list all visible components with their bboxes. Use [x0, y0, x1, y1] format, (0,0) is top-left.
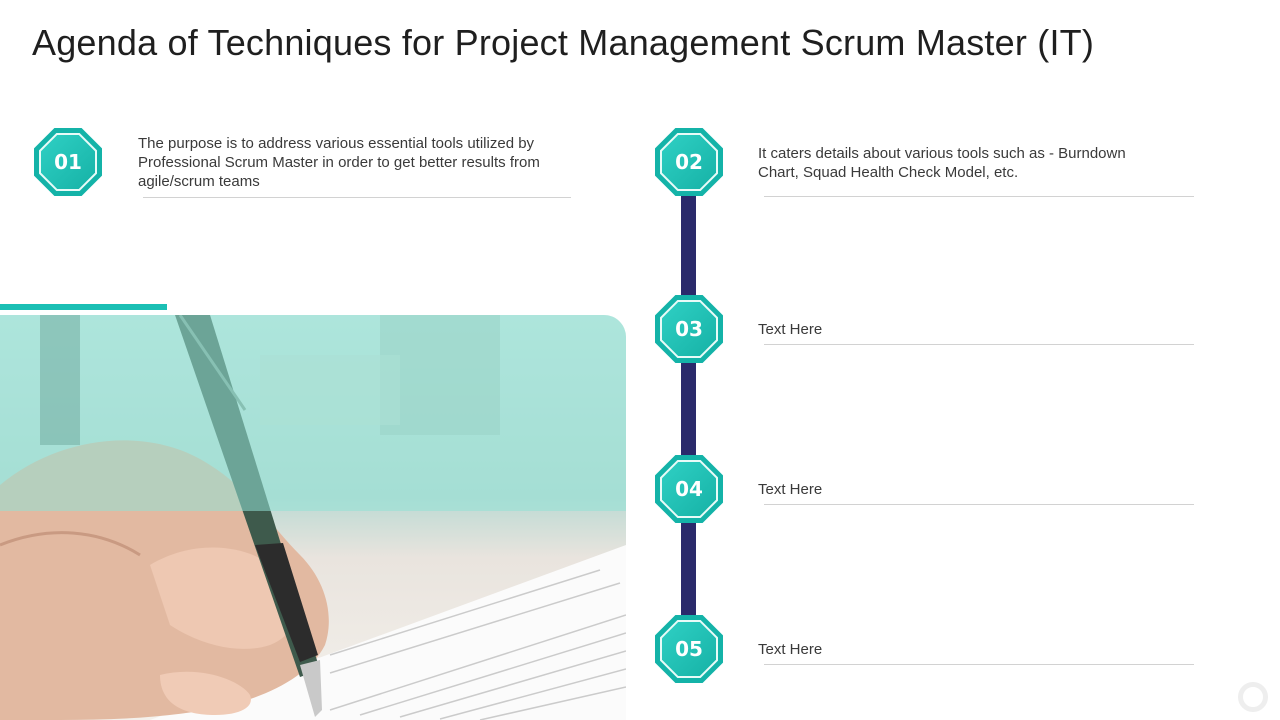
item-badge-03: 03 [655, 295, 723, 363]
item-divider [764, 664, 1194, 665]
item-badge-01: 01 [34, 128, 102, 196]
slide-title: Agenda of Techniques for Project Managem… [32, 22, 1095, 63]
item-badge-02: 02 [655, 128, 723, 196]
item-number: 03 [662, 302, 716, 356]
hand-writing-photo [0, 315, 626, 720]
item-divider [764, 344, 1194, 345]
timeline-spine [681, 180, 696, 632]
item-text-03: Text Here [758, 321, 823, 338]
item-text-04: Text Here [758, 481, 823, 498]
photo-tint-overlay [0, 315, 626, 511]
item-number: 01 [41, 135, 95, 189]
item-divider [764, 196, 1194, 197]
item-text-01: The purpose is to address various essent… [138, 135, 540, 190]
item-badge-04: 04 [655, 455, 723, 523]
item-text-02: It caters details about various tools su… [758, 145, 1126, 181]
item-badge-05: 05 [655, 615, 723, 683]
item-divider [764, 504, 1194, 505]
accent-bar [0, 304, 167, 310]
item-number: 04 [662, 462, 716, 516]
item-text-05: Text Here [758, 641, 823, 658]
item-number: 05 [662, 622, 716, 676]
loading-spinner-icon [1238, 682, 1268, 712]
item-divider [143, 197, 571, 198]
item-number: 02 [662, 135, 716, 189]
